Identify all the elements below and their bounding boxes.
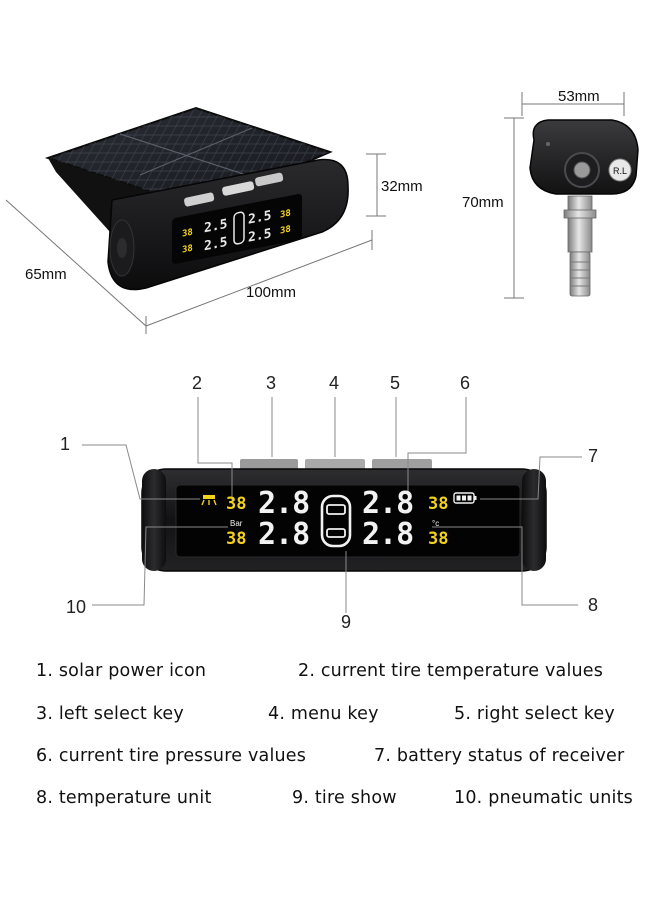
callout-1: 1: [60, 434, 71, 454]
pressure-rear-right: 2.8: [362, 517, 414, 552]
callout-4: 4: [329, 373, 340, 393]
height-dimension-label: 32mm: [381, 178, 423, 195]
small-lcd-left-bottom: 38: [182, 244, 193, 256]
callout-10: 10: [66, 597, 87, 617]
pressure-front-left: 2.8: [258, 486, 310, 521]
device-dimension-drawing: 38 38 2.5 2.5 2.5 2.5 38 38 R.L: [5, 92, 639, 334]
sensor-width-label: 53mm: [558, 88, 600, 105]
small-lcd-pressure-fr: 2.5: [248, 208, 271, 227]
battery-status-icon: [453, 492, 477, 504]
pressure-rear-left: 2.8: [258, 517, 310, 552]
menu-key-small[interactable]: [222, 181, 255, 196]
small-lcd-right-top: 38: [280, 209, 291, 221]
receiver-lcd: [175, 484, 521, 558]
sensor-height-label: 70mm: [462, 194, 504, 211]
legend-item-7: 7. battery status of receiver: [374, 746, 625, 766]
right-temp-bottom: 38: [428, 529, 449, 549]
legend-item-2: 2. current tire temperature values: [298, 661, 604, 681]
right-select-key-small[interactable]: [254, 172, 284, 187]
width-dimension-line: [145, 239, 373, 327]
legend-item-4: 4. menu key: [268, 704, 379, 724]
legend-item-3: 3. left select key: [36, 704, 184, 724]
front-view-drawing: [82, 397, 582, 613]
callout-9: 9: [341, 612, 352, 632]
callout-5: 5: [390, 373, 401, 393]
legend-item-9: 9. tire show: [292, 788, 397, 808]
left-select-key-small[interactable]: [183, 192, 215, 207]
right-temp-top: 38: [428, 494, 449, 514]
small-lcd-right-bottom: 38: [280, 225, 291, 237]
callout-3: 3: [266, 373, 277, 393]
sensor-label: R.L: [613, 166, 627, 176]
menu-key[interactable]: [305, 459, 365, 471]
depth-dimension-label: 65mm: [25, 266, 67, 283]
left-temp-top: 38: [226, 494, 247, 514]
right-select-key[interactable]: [372, 459, 432, 471]
small-lcd-pressure-rl: 2.5: [204, 235, 227, 254]
left-select-key[interactable]: [240, 459, 298, 471]
solar-power-icon: [201, 495, 217, 506]
legend-item-6: 6. current tire pressure values: [36, 746, 307, 766]
left-temp-bottom: 38: [226, 529, 247, 549]
callout-7: 7: [588, 446, 599, 466]
legend-item-5: 5. right select key: [454, 704, 615, 724]
tire-sensor: R.L: [529, 119, 639, 297]
depth-dimension-line: [5, 199, 147, 327]
legend-item-10: 10. pneumatic units: [454, 788, 633, 808]
width-dimension-label: 100mm: [246, 284, 297, 301]
callout-6: 6: [460, 373, 471, 393]
small-lcd-pressure-fl: 2.5: [204, 217, 227, 236]
legend-item-8: 8. temperature unit: [36, 788, 212, 808]
small-lcd-car-icon: [233, 211, 245, 245]
solar-panel: [44, 106, 333, 210]
small-lcd-pressure-rr: 2.5: [248, 226, 271, 245]
small-lcd-left-top: 38: [182, 228, 193, 240]
legend-item-1: 1. solar power icon: [36, 661, 207, 681]
callout-8: 8: [588, 595, 599, 615]
pressure-front-right: 2.8: [362, 486, 414, 521]
pressure-unit: Bar: [230, 519, 243, 528]
small-lcd: 38 38 2.5 2.5 2.5 2.5 38 38: [172, 193, 302, 264]
tire-show-car-icon: [320, 494, 352, 548]
callout-2: 2: [192, 373, 203, 393]
callout-leaders: [82, 397, 582, 613]
temperature-unit: °c: [432, 519, 440, 528]
